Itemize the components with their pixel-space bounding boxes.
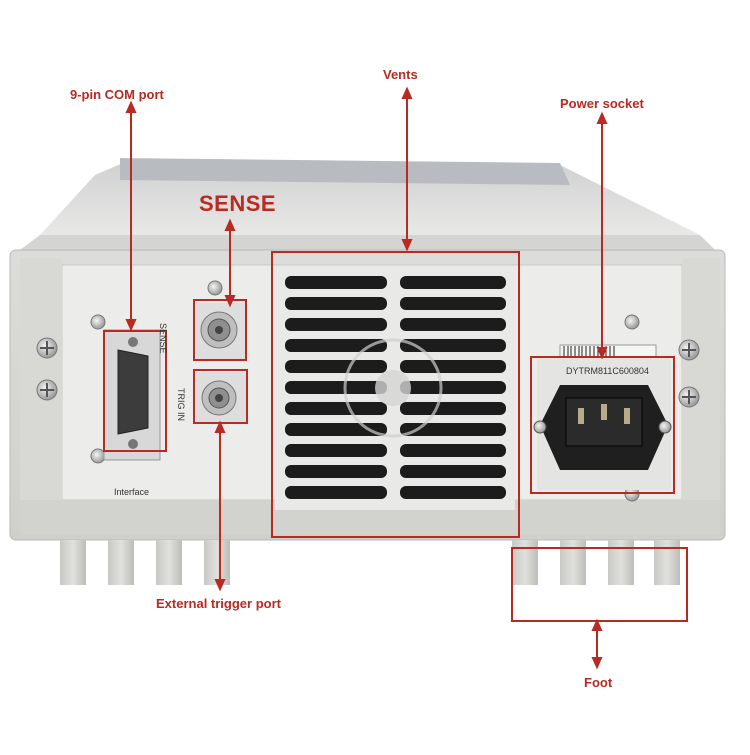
sense-annotation: SENSE — [199, 191, 277, 216]
vents-annotation: Vents — [383, 67, 418, 82]
sense-port-label: SENSE — [158, 323, 168, 354]
power-socket — [533, 344, 672, 490]
foot-annotation: Foot — [584, 675, 613, 690]
bnc-sense — [196, 303, 246, 361]
bnc-trig-in — [196, 372, 248, 422]
annotation-arrows — [125, 86, 608, 670]
trig-in-label: TRIG IN — [176, 388, 186, 421]
interface-label: Interface — [114, 487, 150, 497]
power-socket-annotation: Power socket — [560, 96, 644, 111]
com-port-annotation: 9-pin COM port — [70, 87, 164, 102]
external-trigger-annotation: External trigger port — [156, 596, 281, 611]
vent-grille — [275, 266, 515, 510]
top-case — [20, 158, 715, 250]
db9-connector — [103, 329, 161, 461]
annotation-boxes — [103, 251, 688, 622]
feet — [60, 540, 680, 585]
serial-number-label: DYTRM811C600804 — [566, 366, 649, 376]
